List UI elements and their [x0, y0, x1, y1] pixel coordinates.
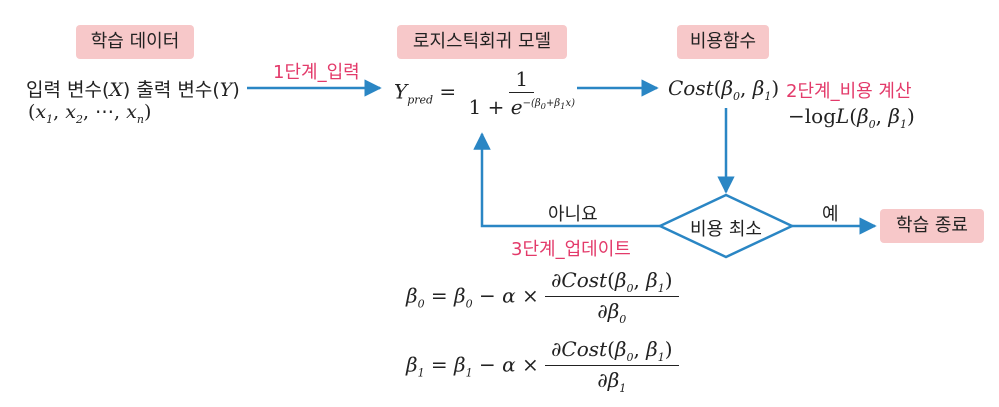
input-variable-symbol: X: [109, 79, 123, 101]
update-formula-beta1: β1 = β1 − α × ∂Cost(β0, β1)∂β1: [406, 337, 679, 395]
cost-function-box: 비용함수: [677, 25, 769, 59]
step2-label: 2단계_비용 계산: [786, 81, 912, 102]
input-variable-label: 입력 변수: [26, 79, 102, 101]
log-likelihood-formula: −logL(β0, β1): [788, 104, 915, 131]
decision-yes-label: 예: [822, 204, 839, 225]
output-variable-label: 출력 변수: [136, 79, 213, 101]
input-samples: (x1, x2, ⋯, xn): [28, 101, 152, 126]
logistic-model-box: 로지스틱회귀 모델: [397, 25, 567, 59]
arrow-no-loop-back: [473, 132, 660, 228]
end-box: 학습 종료: [880, 209, 984, 243]
decision-no-label: 아니요: [548, 204, 598, 225]
input-output-variables: 입력 변수(X) 출력 변수(Y): [26, 79, 240, 101]
step3-label: 3단계_업데이트: [511, 239, 631, 260]
step1-label: 1단계_입력: [273, 62, 360, 83]
decision-label: 비용 최소: [690, 219, 762, 240]
update-formula-beta0: β0 = β0 − α × ∂Cost(β0, β1)∂β0: [406, 268, 679, 326]
cost-formula: Cost(β0, β1): [668, 76, 780, 103]
learning-data-box: 학습 데이터: [76, 25, 194, 59]
output-variable-symbol: Y: [219, 79, 233, 101]
